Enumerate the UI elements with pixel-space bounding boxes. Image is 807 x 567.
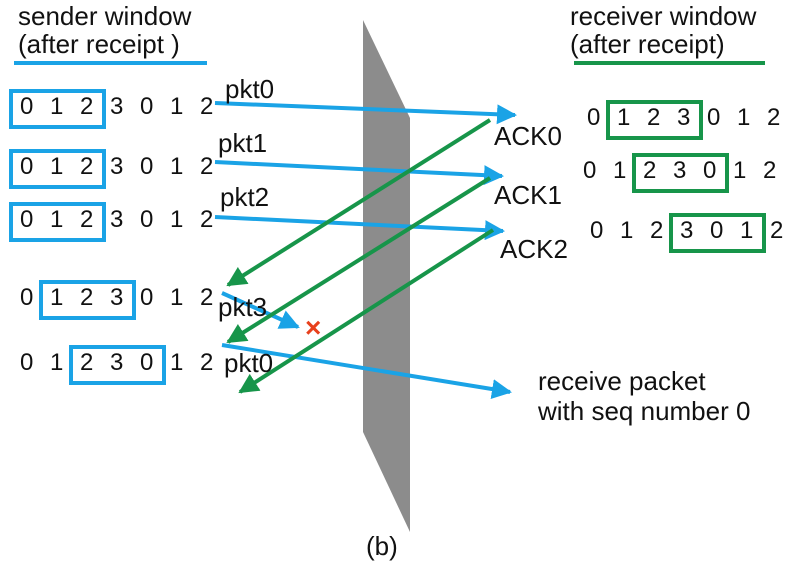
sender-seq-number: 1: [50, 284, 63, 311]
receiver-seq-number: 0: [707, 104, 720, 131]
sender-seq-number: 3: [110, 284, 123, 311]
sender-seq-number: 1: [170, 284, 183, 311]
pkt3-arrow: [221, 291, 300, 329]
receiver-seq-number: 2: [763, 157, 776, 184]
sender-window-subtitle: (after receipt ): [18, 29, 180, 59]
sender-window-box: [39, 280, 136, 320]
receiver-seq-number: 2: [643, 157, 656, 184]
receiver-seq-number: 1: [740, 217, 753, 244]
sender-seq-number: 0: [20, 153, 33, 180]
sender-seq-number: 0: [20, 349, 33, 376]
receiver-seq-number: 1: [620, 217, 633, 244]
sender-seq-number: 3: [110, 153, 123, 180]
pkt2-label: pkt2: [220, 182, 269, 212]
sender-seq-number: 0: [140, 93, 153, 120]
sender-window-box: [69, 345, 166, 385]
channel-plane: [363, 20, 410, 532]
sender-seq-number: 0: [140, 153, 153, 180]
sender-seq-number: 0: [20, 206, 33, 233]
sender-window-box: [9, 89, 106, 129]
ack1-label: ACK1: [494, 180, 562, 210]
sender-seq-number: 1: [170, 206, 183, 233]
receiver-seq-number: 0: [583, 157, 596, 184]
ack2-label: ACK2: [500, 234, 568, 264]
receiver-seq-number: 2: [767, 104, 780, 131]
sender-seq-number: 2: [200, 349, 213, 376]
sender-seq-number: 2: [80, 206, 93, 233]
note-line-2: with seq number 0: [537, 396, 750, 426]
receiver-seq-number: 2: [650, 217, 663, 244]
receiver-seq-number: 1: [737, 104, 750, 131]
receiver-window-box: [606, 100, 703, 140]
sender-window-box: [9, 202, 106, 242]
ack0-arrow: [226, 118, 492, 287]
pkt2-arrow: [214, 215, 505, 241]
sender-seq-number: 3: [110, 93, 123, 120]
sender-seq-number: 0: [20, 93, 33, 120]
sender-window-title: sender window: [18, 1, 192, 31]
receiver-seq-number: 1: [733, 157, 746, 184]
sender-seq-number: 2: [200, 153, 213, 180]
packet-loss-icon: ×: [305, 312, 321, 343]
pkt0-retransmit-arrow: [221, 343, 512, 399]
receiver-seq-number: 0: [703, 157, 716, 184]
note-line-1: receive packet: [538, 366, 706, 396]
sender-seq-number: 2: [80, 153, 93, 180]
sender-seq-number: 1: [50, 93, 63, 120]
ack1-arrow: [226, 176, 492, 344]
sender-seq-number: 2: [80, 93, 93, 120]
receiver-seq-number: 0: [590, 217, 603, 244]
receiver-seq-number: 0: [710, 217, 723, 244]
ack0-label: ACK0: [494, 121, 562, 151]
pkt0-label: pkt0: [225, 74, 274, 104]
pkt1-label: pkt1: [218, 128, 267, 158]
figure-caption: (b): [366, 531, 398, 561]
sender-seq-number: 2: [200, 93, 213, 120]
receiver-seq-number: 2: [770, 217, 783, 244]
receiver-window-title: receiver window: [570, 1, 757, 31]
receiver-seq-number: 3: [680, 217, 693, 244]
receiver-window-subtitle: (after receipt): [570, 29, 725, 59]
sender-seq-number: 2: [80, 349, 93, 376]
receiver-seq-number: 3: [677, 104, 690, 131]
sender-seq-number: 3: [110, 349, 123, 376]
sender-seq-number: 1: [170, 93, 183, 120]
sender-seq-number: 0: [140, 284, 153, 311]
receiver-seq-number: 1: [613, 157, 626, 184]
receiver-window-box: [632, 153, 729, 193]
sender-seq-number: 0: [20, 284, 33, 311]
sender-seq-number: 1: [170, 153, 183, 180]
pkt0-retransmit-label: pkt0: [224, 348, 273, 378]
sender-seq-number: 1: [50, 349, 63, 376]
receiver-window-box: [669, 213, 766, 253]
sender-seq-number: 1: [50, 206, 63, 233]
receiver-seq-number: 3: [673, 157, 686, 184]
receiver-seq-number: 1: [617, 104, 630, 131]
pkt1-arrow: [214, 160, 504, 186]
sender-seq-number: 2: [80, 284, 93, 311]
sender-seq-number: 0: [140, 349, 153, 376]
sender-seq-number: 1: [170, 349, 183, 376]
sender-seq-number: 3: [110, 206, 123, 233]
sender-seq-number: 2: [200, 206, 213, 233]
sender-seq-number: 2: [200, 284, 213, 311]
pkt0-arrow: [214, 101, 517, 125]
receiver-seq-number: 0: [587, 104, 600, 131]
ack2-arrow: [238, 228, 495, 394]
receiver-seq-number: 2: [647, 104, 660, 131]
pkt3-label: pkt3: [218, 292, 267, 322]
sender-seq-number: 0: [140, 206, 153, 233]
sender-seq-number: 1: [50, 153, 63, 180]
sender-window-box: [9, 149, 106, 189]
